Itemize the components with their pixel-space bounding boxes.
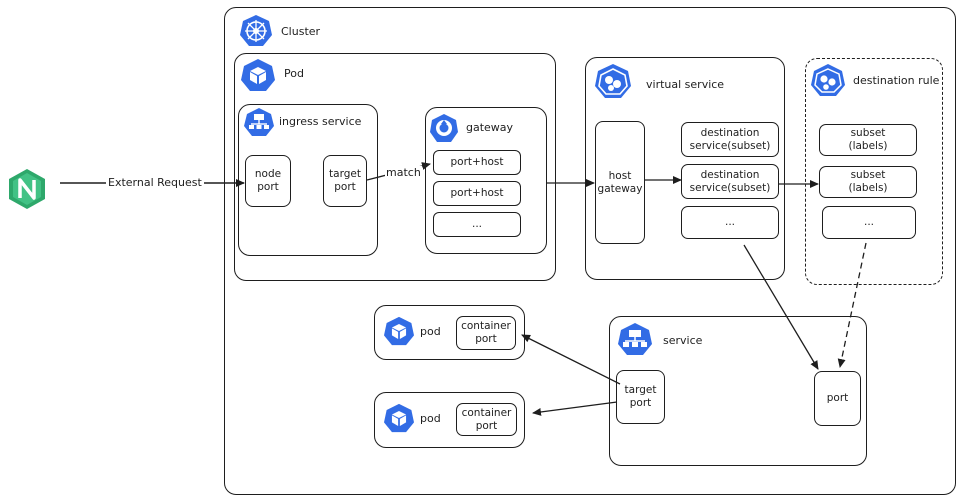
match-label: match <box>385 166 422 180</box>
gateway-port-host-2: port+host <box>433 181 521 206</box>
ingress-service-label: ingress service <box>279 115 362 128</box>
service-label: service <box>663 334 703 347</box>
pod-cube-icon <box>383 316 415 346</box>
cluster-label: Cluster <box>281 25 321 38</box>
pod-2-container-port: container port <box>456 403 517 436</box>
gateway-icon <box>429 113 459 143</box>
arrow-dots-to-port <box>743 244 819 370</box>
virtual-service-label: virtual service <box>646 78 725 91</box>
external-request-label: External Request <box>106 176 204 190</box>
pod-2-container <box>374 392 525 448</box>
cluster-helm-icon <box>239 14 273 48</box>
host-gateway-box: host gateway <box>595 121 645 244</box>
gateway-label: gateway <box>466 121 514 134</box>
target-port-box: target port <box>323 155 367 207</box>
arrow-target-to-pod1 <box>521 334 621 385</box>
gateway-container <box>425 107 547 254</box>
service-network-icon <box>243 107 275 137</box>
service-container <box>609 316 867 466</box>
gateway-port-host-1: port+host <box>433 150 521 175</box>
destination-rule-icon <box>810 63 846 97</box>
pod-1-label: pod <box>420 325 441 338</box>
pod-cube-icon <box>383 403 415 433</box>
ingress-service-container <box>238 104 378 256</box>
vs-destination-2: destination service(subset) <box>681 164 779 199</box>
pod-label: Pod <box>284 67 304 80</box>
node-port-box: node port <box>245 155 291 207</box>
cluster-container <box>224 7 956 495</box>
pod-2-label: pod <box>420 412 441 425</box>
dr-subset-more: ... <box>822 206 916 239</box>
service-target-port-box: target port <box>616 370 665 424</box>
gateway-item-more: ... <box>433 212 521 237</box>
destination-rule-container <box>805 58 943 285</box>
pod-1-container-port: container port <box>456 316 516 350</box>
vs-destination-more: ... <box>681 206 779 239</box>
vs-destination-1: destination service(subset) <box>681 122 779 157</box>
virtual-service-container <box>585 57 785 280</box>
destination-rule-label: destination rule <box>853 74 940 87</box>
pod-cube-icon <box>240 58 276 92</box>
service-network-icon <box>617 322 653 356</box>
pod-container <box>234 53 556 281</box>
dr-subset-1: subset (labels) <box>819 124 917 156</box>
service-port-box: port <box>814 371 861 426</box>
nginx-logo-icon <box>6 168 48 210</box>
virtual-service-icon <box>594 63 632 99</box>
arrow-target-to-pod2 <box>532 401 618 416</box>
dr-subset-2: subset (labels) <box>819 166 917 198</box>
arrow-subset-to-port <box>837 242 867 368</box>
pod-1-container <box>374 305 525 360</box>
